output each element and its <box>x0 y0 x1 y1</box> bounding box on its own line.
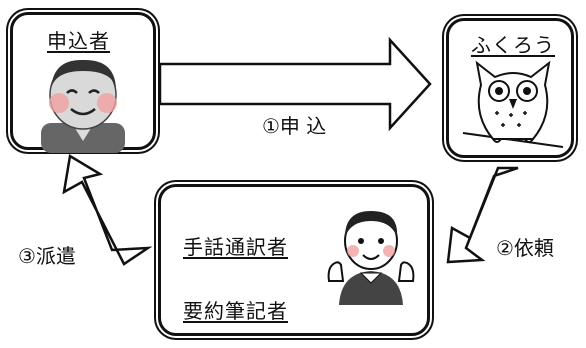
applicant-label: 申込者 <box>47 29 110 53</box>
interpreters-box: 手話通訳者 要約筆記者 <box>158 184 430 336</box>
fukurou-label: ふくろう <box>471 33 555 57</box>
child-icon <box>327 211 415 305</box>
owl-icon <box>462 60 564 148</box>
step-request-label: ②依頼 <box>496 236 554 260</box>
applicant-face-icon <box>41 59 125 153</box>
step-apply-label: ①申 込 <box>262 114 327 138</box>
summary-writer-label: 要約筆記者 <box>183 299 288 323</box>
fukurou-box: ふくろう <box>446 18 574 158</box>
step-dispatch-label: ③派遣 <box>18 244 76 268</box>
sign-interpreter-label: 手話通訳者 <box>183 235 288 259</box>
applicant-box: 申込者 <box>10 12 156 153</box>
